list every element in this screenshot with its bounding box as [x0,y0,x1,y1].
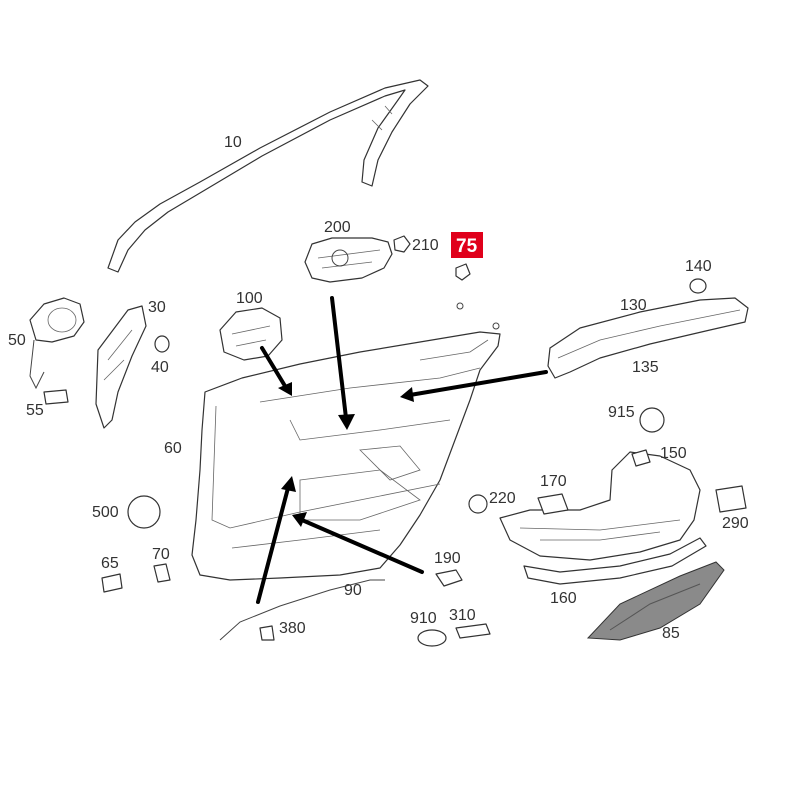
part-130-135-trim-strip [547,297,749,379]
part-210-clip [393,235,411,253]
part-910-310-handle [417,623,491,647]
callout-labels: 10 30 40 50 55 60 65 70 85 90 100 130 13… [8,134,749,642]
part-85-speaker-grille [586,561,725,641]
callout-500: 500 [92,504,119,521]
callout-200: 200 [324,219,351,236]
part-10-window-trim [107,79,429,273]
part-170-switch-bezel [537,493,569,515]
callout-380: 380 [279,620,306,637]
part-290-bracket [715,485,747,513]
part-190-pull-handle [435,569,463,587]
callout-135: 135 [632,359,659,376]
callout-40: 40 [151,359,169,376]
callout-90: 90 [344,582,362,599]
callout-65: 65 [101,555,119,572]
callout-130: 130 [620,297,647,314]
highlight-box [451,232,483,258]
callout-150: 150 [660,445,687,462]
callout-30: 30 [148,299,166,316]
callout-290: 290 [722,515,749,532]
part-90-trim-strip [219,579,385,641]
callout-60: 60 [164,440,182,457]
callout-85: 85 [662,625,680,642]
part-50-speaker-grille [29,297,85,390]
callout-190: 190 [434,550,461,567]
callout-310: 310 [449,607,476,624]
callout-160: 160 [550,590,577,607]
callout-910: 910 [410,610,437,627]
part-500-cover [127,495,161,529]
callout-50: 50 [8,332,26,349]
part-915-button [639,407,665,433]
callout-70: 70 [152,546,170,563]
part-40-clip [154,335,170,353]
callout-220: 220 [489,490,516,507]
callout-170: 170 [540,473,567,490]
callout-75: 75 [456,236,478,257]
assembly-arrows [256,296,548,604]
part-70-clip [153,563,171,583]
part-150-armrest [499,449,701,561]
part-160-lower-strip [523,537,707,585]
part-380-screw [259,625,275,641]
callout-915: 915 [608,404,635,421]
callout-100: 100 [236,290,263,307]
callout-210: 210 [412,237,439,254]
part-55-bracket [43,389,69,405]
part-75-clip [455,263,471,281]
part-30-mirror-cover [95,305,147,429]
part-140-button [689,278,707,294]
part-220-knob [468,494,488,514]
callout-140: 140 [685,258,712,275]
part-65-clip [101,573,123,593]
highlighted-callout-75: 75 [451,232,483,258]
callout-55: 55 [26,402,44,419]
part-200-handle-bezel [304,237,393,283]
callout-10: 10 [224,134,242,151]
part-100-bezel [219,307,283,361]
